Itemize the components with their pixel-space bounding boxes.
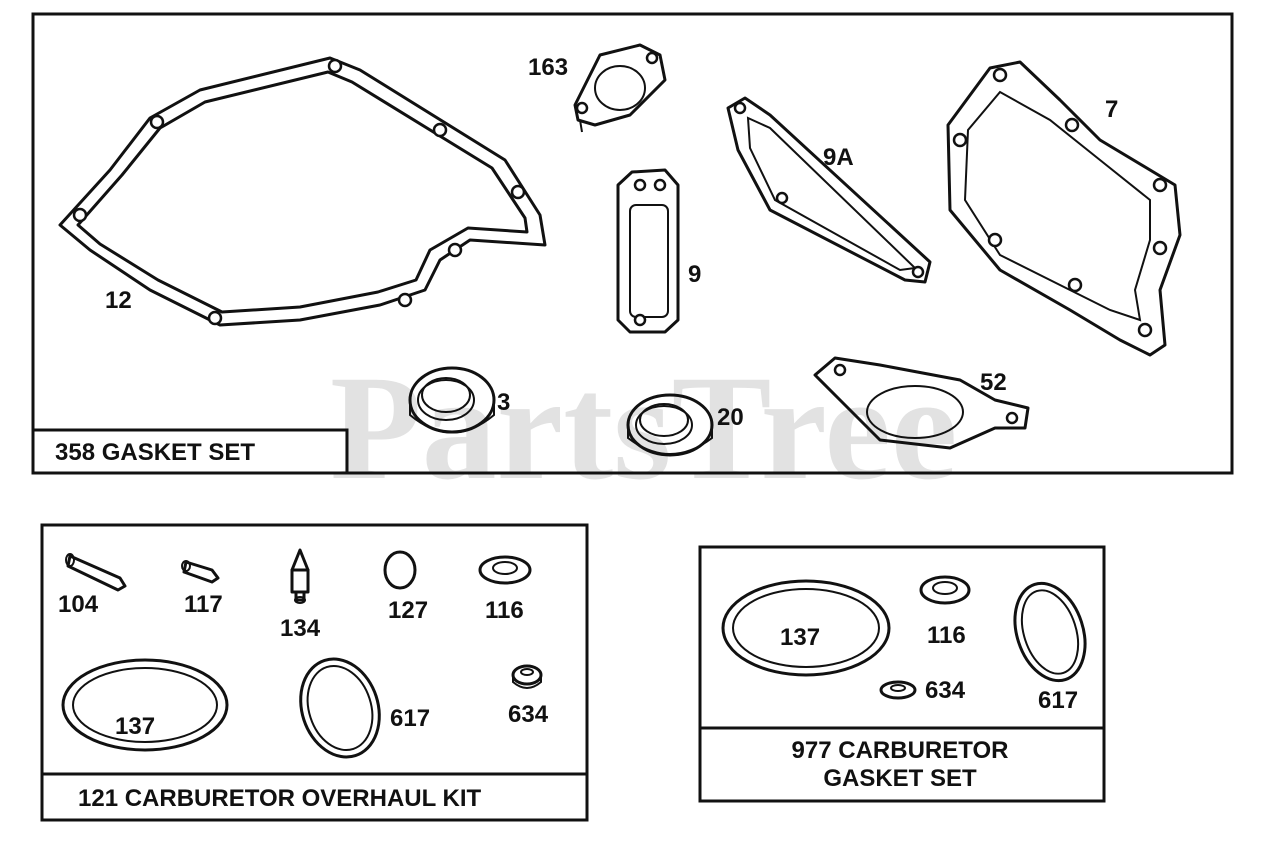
part-116-washer bbox=[478, 555, 532, 585]
carb-overhaul-kit-box: 121 CARBURETOR OVERHAUL KIT bbox=[40, 523, 589, 822]
gasket-9 bbox=[616, 168, 680, 334]
gasket-set-title: 358 GASKET SET bbox=[55, 439, 255, 466]
carb-gasket-set-title-line1: 977 CARBURETOR bbox=[792, 737, 1009, 764]
label-3: 3 bbox=[497, 389, 510, 416]
part-134-needle bbox=[290, 548, 310, 604]
part-104-pin bbox=[65, 553, 127, 592]
gasket-12-crankcase bbox=[58, 56, 547, 327]
label-116: 116 bbox=[485, 597, 524, 624]
label-137-b: 137 bbox=[780, 624, 820, 651]
label-127: 127 bbox=[388, 597, 428, 624]
label-134: 134 bbox=[280, 615, 321, 642]
label-137: 137 bbox=[115, 713, 155, 740]
part-116-washer-b bbox=[919, 575, 971, 605]
label-104: 104 bbox=[58, 591, 99, 618]
seal-20 bbox=[626, 393, 714, 457]
label-634-b: 634 bbox=[925, 677, 966, 704]
label-163: 163 bbox=[528, 54, 568, 81]
gasket-9a bbox=[726, 96, 932, 284]
carb-gasket-set-labels: 137 116 634 617 bbox=[780, 622, 1078, 714]
carb-overhaul-kit-title: 121 CARBURETOR OVERHAUL KIT bbox=[78, 785, 482, 812]
label-52: 52 bbox=[980, 369, 1007, 396]
gasket-set-labels: 163 9A 7 12 9 52 3 20 bbox=[105, 54, 1118, 431]
part-137-ring-b bbox=[721, 579, 891, 677]
label-617: 617 bbox=[390, 705, 430, 732]
part-127-plug bbox=[383, 550, 417, 590]
seal-3 bbox=[408, 366, 496, 434]
label-20: 20 bbox=[717, 404, 744, 431]
label-634: 634 bbox=[508, 701, 549, 728]
label-117: 117 bbox=[184, 591, 223, 618]
carb-overhaul-kit-labels: 104 117 134 127 116 137 617 634 bbox=[58, 591, 549, 740]
label-617-b: 617 bbox=[1038, 687, 1078, 714]
gasket-52 bbox=[813, 356, 1030, 450]
carb-gasket-set-box: 977 CARBURETOR GASKET SET bbox=[698, 545, 1106, 803]
part-617-ring bbox=[299, 657, 381, 759]
part-137-ring bbox=[61, 658, 229, 752]
label-116-b: 116 bbox=[927, 622, 966, 649]
part-617-ring-b bbox=[1013, 581, 1087, 683]
gasket-163 bbox=[573, 43, 667, 133]
label-9a: 9A bbox=[823, 144, 854, 171]
label-9: 9 bbox=[688, 261, 701, 288]
gasket-7-head bbox=[946, 60, 1182, 357]
label-7: 7 bbox=[1105, 96, 1118, 123]
part-634-washer bbox=[511, 664, 543, 689]
part-634-washer-b bbox=[879, 680, 917, 700]
label-12: 12 bbox=[105, 287, 132, 314]
carb-gasket-set-title-line2: GASKET SET bbox=[823, 765, 977, 792]
gasket-set-box: 358 GASKET SET bbox=[31, 12, 1234, 475]
part-117-pin bbox=[181, 560, 220, 584]
